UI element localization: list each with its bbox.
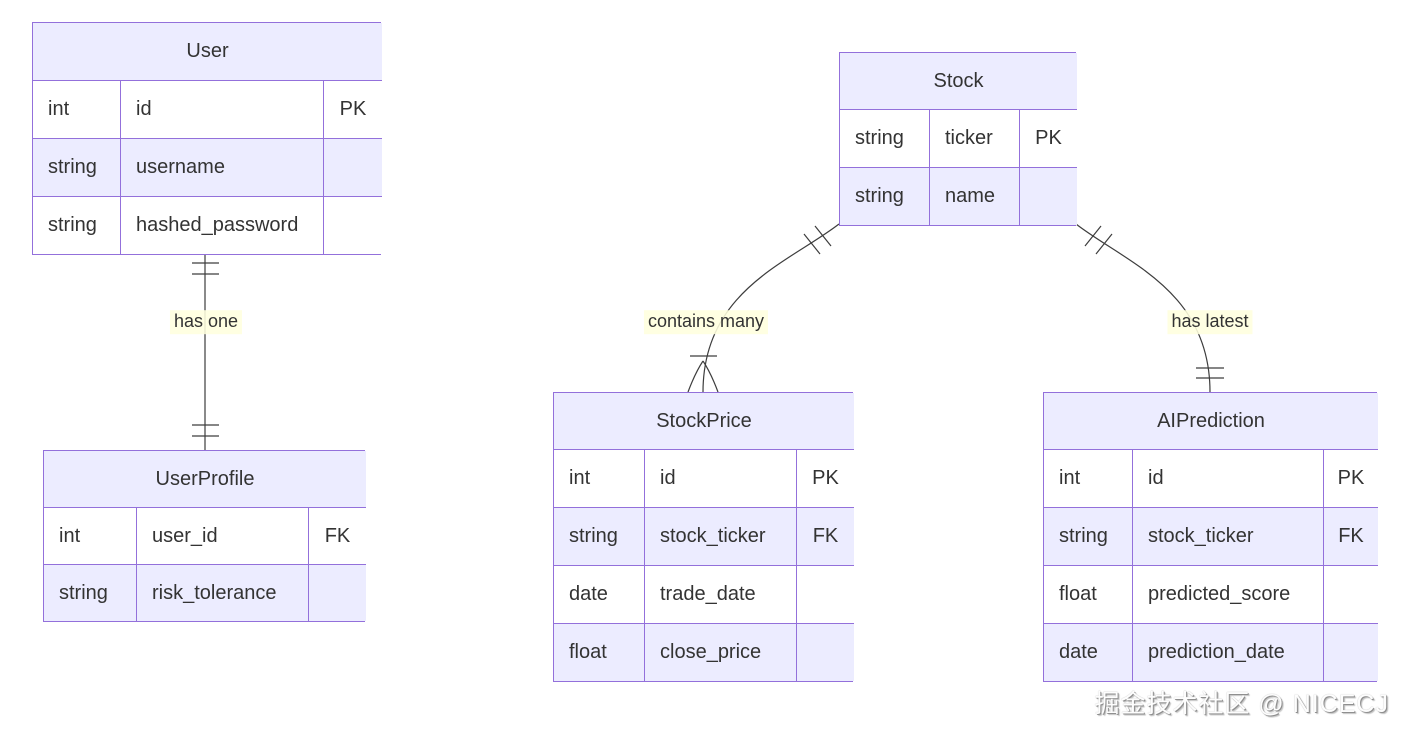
- attr-key: FK: [308, 507, 366, 564]
- attr-type: int: [33, 80, 120, 138]
- cardinality-one-tick: [803, 233, 821, 255]
- relationship-label-has-latest: has latest: [1167, 310, 1253, 334]
- cardinality-one-tick: [1095, 233, 1113, 255]
- attr-type: date: [554, 565, 644, 623]
- relationship-label-has-one: has one: [169, 310, 243, 334]
- attr-name: predicted_score: [1132, 565, 1323, 623]
- attr-key: [796, 565, 854, 623]
- attr-key: PK: [323, 80, 382, 138]
- attr-name: stock_ticker: [1132, 507, 1323, 565]
- entity-title: UserProfile: [44, 451, 366, 507]
- attr-name: ticker: [929, 109, 1019, 167]
- cardinality-one-tick: [1084, 225, 1102, 247]
- attr-name: hashed_password: [120, 196, 323, 254]
- attr-type: string: [33, 196, 120, 254]
- attr-key: FK: [796, 507, 854, 565]
- relationship-label-contains-many: contains many: [643, 310, 769, 334]
- attr-type: string: [33, 138, 120, 196]
- attr-type: string: [840, 109, 929, 167]
- attr-key: [323, 138, 382, 196]
- attr-key: FK: [1323, 507, 1378, 565]
- attr-name: trade_date: [644, 565, 796, 623]
- entity-title: StockPrice: [554, 393, 854, 449]
- crow-foot-prong: [687, 360, 704, 393]
- attr-name: name: [929, 167, 1019, 225]
- attr-name: id: [1132, 449, 1323, 507]
- attr-key: [1019, 167, 1077, 225]
- relationship-user-userprofile: [192, 254, 219, 450]
- attr-key: [323, 196, 382, 254]
- attr-type: float: [1044, 565, 1132, 623]
- crow-foot-prong: [702, 360, 719, 393]
- attr-name: stock_ticker: [644, 507, 796, 565]
- cardinality-one-tick: [814, 225, 832, 247]
- attr-type: string: [840, 167, 929, 225]
- attr-name: id: [120, 80, 323, 138]
- entity-userprofile: UserProfile int user_id FK string risk_t…: [43, 450, 366, 622]
- attr-name: risk_tolerance: [136, 564, 308, 621]
- entity-stock: Stock string ticker PK string name: [839, 52, 1077, 226]
- watermark-text: 掘金技术社区 @ NICECJ: [1094, 690, 1389, 718]
- entity-stockprice: StockPrice int id PK string stock_ticker…: [553, 392, 854, 682]
- attr-key: [308, 564, 366, 621]
- attr-type: int: [44, 507, 136, 564]
- attr-name: prediction_date: [1132, 623, 1323, 681]
- attr-key: [1323, 565, 1378, 623]
- attr-name: username: [120, 138, 323, 196]
- entity-user: User int id PK string username string ha…: [32, 22, 382, 255]
- attr-key: [796, 623, 854, 681]
- relationship-line: [1075, 223, 1211, 393]
- attr-type: date: [1044, 623, 1132, 681]
- attr-name: id: [644, 449, 796, 507]
- attr-name: user_id: [136, 507, 308, 564]
- entity-title: User: [33, 23, 382, 80]
- attr-type: float: [554, 623, 644, 681]
- attr-type: int: [554, 449, 644, 507]
- attr-name: close_price: [644, 623, 796, 681]
- attr-type: string: [1044, 507, 1132, 565]
- attr-type: string: [554, 507, 644, 565]
- entity-title: Stock: [840, 53, 1077, 109]
- attr-key: [1323, 623, 1378, 681]
- attr-key: PK: [1323, 449, 1378, 507]
- relationship-stock-aiprediction: [1075, 223, 1224, 393]
- attr-type: string: [44, 564, 136, 621]
- entity-aiprediction: AIPrediction int id PK string stock_tick…: [1043, 392, 1378, 682]
- attr-type: int: [1044, 449, 1132, 507]
- relationship-stock-stockprice: [687, 223, 840, 393]
- relationship-line: [702, 223, 840, 393]
- attr-key: PK: [1019, 109, 1077, 167]
- entity-title: AIPrediction: [1044, 393, 1378, 449]
- attr-key: PK: [796, 449, 854, 507]
